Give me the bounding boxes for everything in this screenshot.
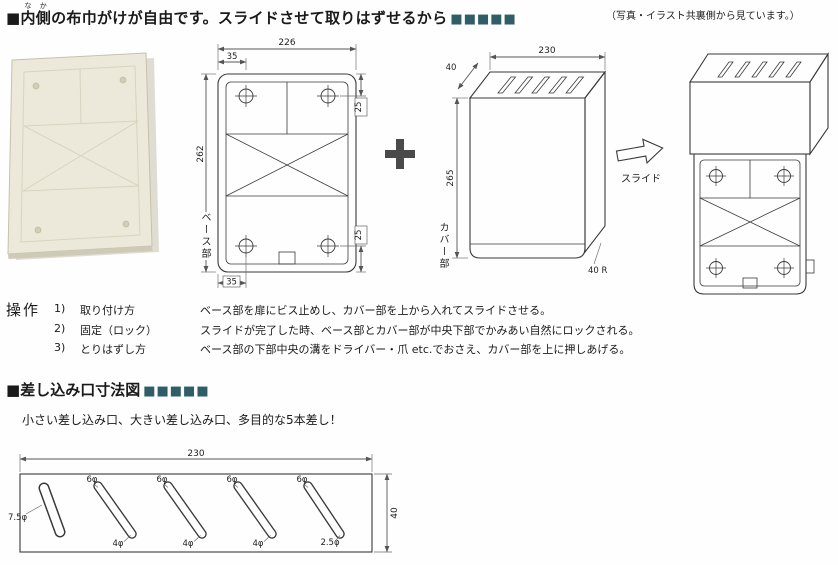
slot-plate-outline bbox=[19, 473, 373, 553]
slot-label-top: 6φ bbox=[296, 475, 307, 485]
photo-note: （写真・イラスト共裏側から見ています。） bbox=[606, 11, 800, 22]
title-trailing-blocks-icon: ■■■■■ bbox=[450, 12, 517, 27]
operation-items: 1) 取り付け方 ベース部を扉にビス止めし、カバー部を上から入れてスライドさせる… bbox=[54, 299, 639, 357]
assembled-unit-drawing bbox=[688, 52, 830, 295]
cover-dim-height: 265 bbox=[446, 169, 456, 186]
insertion-section-title: ■差し込み口寸法図■■■■■ bbox=[6, 379, 210, 400]
operation-item-number: 2) bbox=[54, 321, 66, 335]
operation-item-text: スライドが完了した時、ベース部とカバー部が中央下部でかみあい自然にロックされる。 bbox=[200, 323, 640, 337]
title-ruby: 内側なか bbox=[20, 2, 52, 27]
slots bbox=[38, 481, 345, 539]
base-outline bbox=[217, 73, 357, 273]
title-text: の布巾がけが自由です。スライドさせて取りはずせるから bbox=[51, 9, 448, 27]
slot-label-bottom: 4φ bbox=[112, 539, 123, 549]
cover-dim-radius: 40 R bbox=[588, 266, 608, 276]
screw-hole-icon bbox=[317, 85, 339, 107]
plus-icon bbox=[385, 139, 415, 169]
slide-arrow-icon bbox=[615, 138, 664, 165]
operation-item-text: ベース部の下部中央の溝をドライバー・爪 etc.でおさえ、カバー部を上に押しあげ… bbox=[200, 343, 631, 356]
base-dim-hole-top: 25 bbox=[354, 102, 364, 113]
slot-label-bottom: 4φ bbox=[252, 539, 263, 549]
operation-item-heading: 取り付け方 bbox=[80, 304, 136, 317]
screw-hole-icon bbox=[774, 166, 794, 186]
base-dimensions: 226 35 262 25 25 35 bbox=[196, 38, 368, 288]
operation-section: 操作 1) 取り付け方 ベース部を扉にビス止めし、カバー部を上から入れてスライド… bbox=[6, 299, 639, 357]
section-trailing-blocks-icon: ■■■■■ bbox=[143, 384, 210, 399]
photo-bottom-edge bbox=[8, 246, 153, 259]
base-part-drawing: 226 35 262 25 25 35 bbox=[196, 38, 368, 288]
operation-item-heading: とりはずし方 bbox=[80, 343, 147, 356]
cover-outline bbox=[468, 70, 607, 259]
operation-item-number: 1) bbox=[54, 302, 66, 315]
operation-item-number: 3) bbox=[54, 341, 66, 354]
cover-top-slots bbox=[497, 76, 585, 94]
insertion-subtitle: 小さい差し込み口、大きい差し込み口、多目的な5本差し！ bbox=[22, 413, 342, 427]
title-bullet-icon: ■ bbox=[6, 9, 21, 27]
operation-label: 操作 bbox=[6, 301, 41, 319]
slot-diagram-dimensions: 230 40 bbox=[19, 449, 400, 553]
slot-dim-width: 230 bbox=[187, 449, 204, 459]
slot-label-bottom: 4φ bbox=[182, 539, 193, 549]
assembled-top-slots bbox=[717, 61, 802, 78]
base-dim-offset-top: 35 bbox=[227, 52, 238, 62]
slot-label-left: 7.5φ bbox=[8, 513, 28, 523]
cover-part-drawing: 230 40 265 40 R bbox=[446, 46, 608, 276]
screw-hole-icon bbox=[235, 235, 257, 257]
screw-hole-icon bbox=[706, 258, 726, 278]
cover-dim-depth: 40 bbox=[446, 63, 457, 73]
screw-hole-icon bbox=[317, 235, 339, 257]
cover-dimensions: 230 40 265 40 R bbox=[446, 46, 608, 276]
title-ruby-base: 内側 bbox=[20, 9, 52, 27]
operation-item-heading: 固定（ロック） bbox=[80, 323, 158, 337]
screw-hole-icon bbox=[774, 258, 794, 278]
operation-item-text: ベース部を扉にビス止めし、カバー部を上から入れてスライドさせる。 bbox=[200, 304, 552, 317]
slot-label-right: 2.5φ bbox=[320, 538, 340, 548]
cover-part-label: カバー部 bbox=[436, 222, 448, 270]
assembled-base-outline bbox=[693, 153, 815, 295]
screw-hole-icon bbox=[706, 166, 726, 186]
section-title-text: 差し込み口寸法図 bbox=[20, 381, 141, 399]
slot-label-top: 6φ bbox=[86, 475, 97, 485]
slot-diameter-labels: 7.5φ 6φ 6φ 6φ 6φ 4φ 4φ 4φ 2.5φ bbox=[8, 475, 341, 549]
photo-screw-holes bbox=[32, 76, 130, 234]
base-part-photo bbox=[7, 52, 159, 260]
cover-dim-width: 230 bbox=[538, 46, 555, 56]
title-furigana: なか bbox=[20, 2, 52, 10]
screw-hole-icon bbox=[235, 85, 257, 107]
base-dim-height: 262 bbox=[196, 145, 206, 162]
base-dim-width: 226 bbox=[278, 38, 295, 48]
assembled-cover-outline bbox=[688, 52, 830, 156]
slot-label-top: 6φ bbox=[156, 475, 167, 485]
base-dim-hole-bottom: 25 bbox=[354, 230, 364, 241]
base-part-label: ベース部 bbox=[198, 212, 210, 260]
page-title: ■内側なかの布巾がけが自由です。スライドさせて取りはずせるから■■■■■ bbox=[6, 2, 517, 28]
slide-label: スライド bbox=[621, 174, 661, 185]
photo-panel-lines bbox=[20, 65, 141, 243]
slot-dimension-drawing: 230 40 7.5φ 6φ 6φ 6φ bbox=[8, 449, 400, 553]
section-bullet-icon: ■ bbox=[6, 381, 21, 399]
base-dim-offset-bottom: 35 bbox=[226, 278, 237, 288]
slot-label-top: 6φ bbox=[226, 475, 237, 485]
slot-dim-height: 40 bbox=[390, 507, 400, 519]
